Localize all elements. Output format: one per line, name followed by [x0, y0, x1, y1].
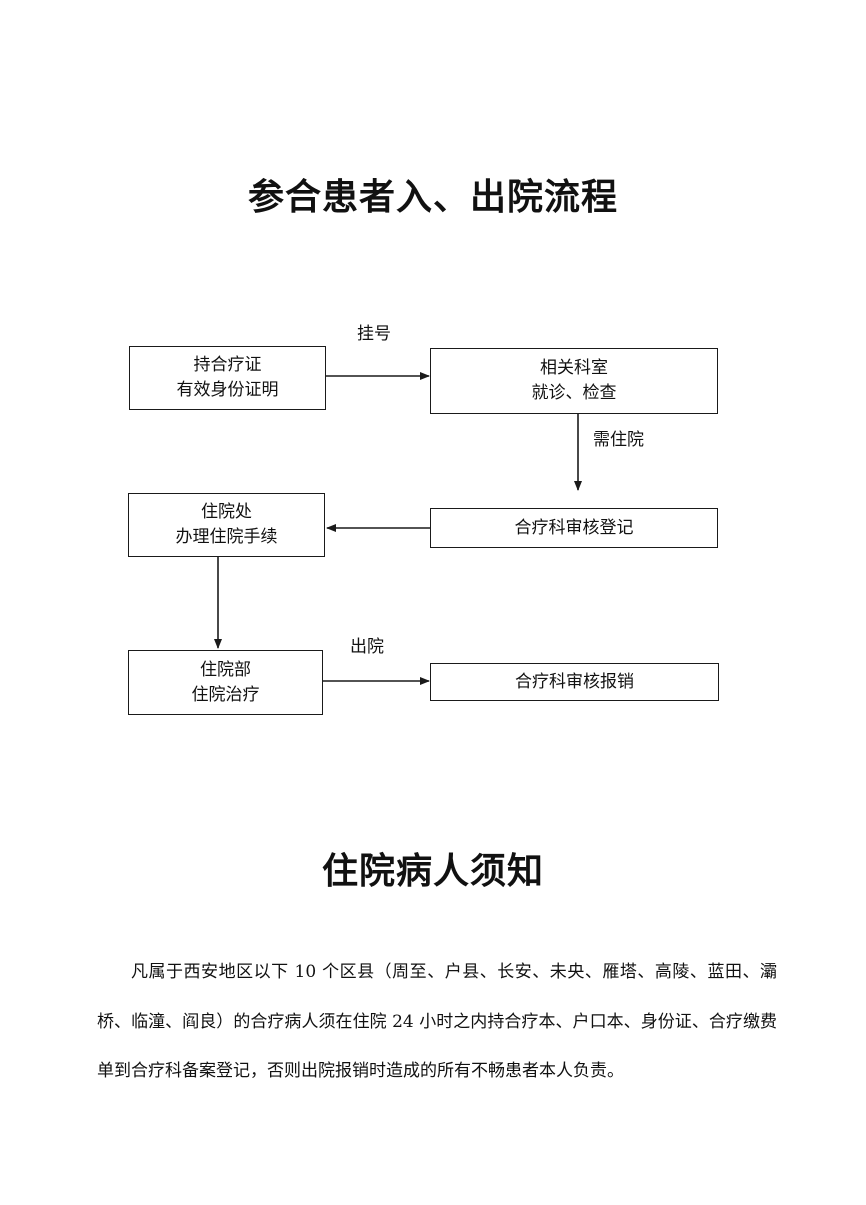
edge-label-discharge: 出院: [350, 637, 384, 657]
edge-label-need-hospital: 需住院: [593, 430, 644, 450]
notice-paragraph: 凡属于西安地区以下 10 个区县（周至、户县、长安、未央、雁塔、高陵、蓝田、灞桥…: [97, 962, 777, 1081]
notice-title: 住院病人须知: [321, 850, 544, 892]
node-ward-line2: 住院治疗: [191, 684, 260, 705]
node-ward: 住院部 住院治疗: [128, 650, 323, 715]
edge-label-register: 挂号: [357, 324, 391, 344]
node-review-register: 合疗科审核登记: [430, 508, 718, 548]
node-admission-line2: 办理住院手续: [175, 527, 278, 547]
node-admission-line1: 住院处: [201, 502, 252, 522]
node-dept: 相关科室 就诊、检查: [430, 348, 718, 414]
node-start-line2: 有效身份证明: [176, 380, 279, 400]
node-dept-line1: 相关科室: [540, 358, 608, 378]
node-ward-line1: 住院部: [200, 659, 251, 680]
node-review-register-line1: 合疗科审核登记: [514, 517, 634, 538]
node-admission: 住院处 办理住院手续: [128, 493, 325, 557]
node-start: 持合疗证 有效身份证明: [129, 346, 326, 410]
node-review-reimburse: 合疗科审核报销: [430, 663, 719, 701]
node-dept-line2: 就诊、检查: [531, 383, 617, 403]
node-start-line1: 持合疗证: [193, 355, 262, 375]
page-title: 参合患者入、出院流程: [247, 176, 618, 218]
node-review-reimburse-line1: 合疗科审核报销: [515, 671, 634, 692]
flowchart-connectors: [214, 372, 582, 685]
